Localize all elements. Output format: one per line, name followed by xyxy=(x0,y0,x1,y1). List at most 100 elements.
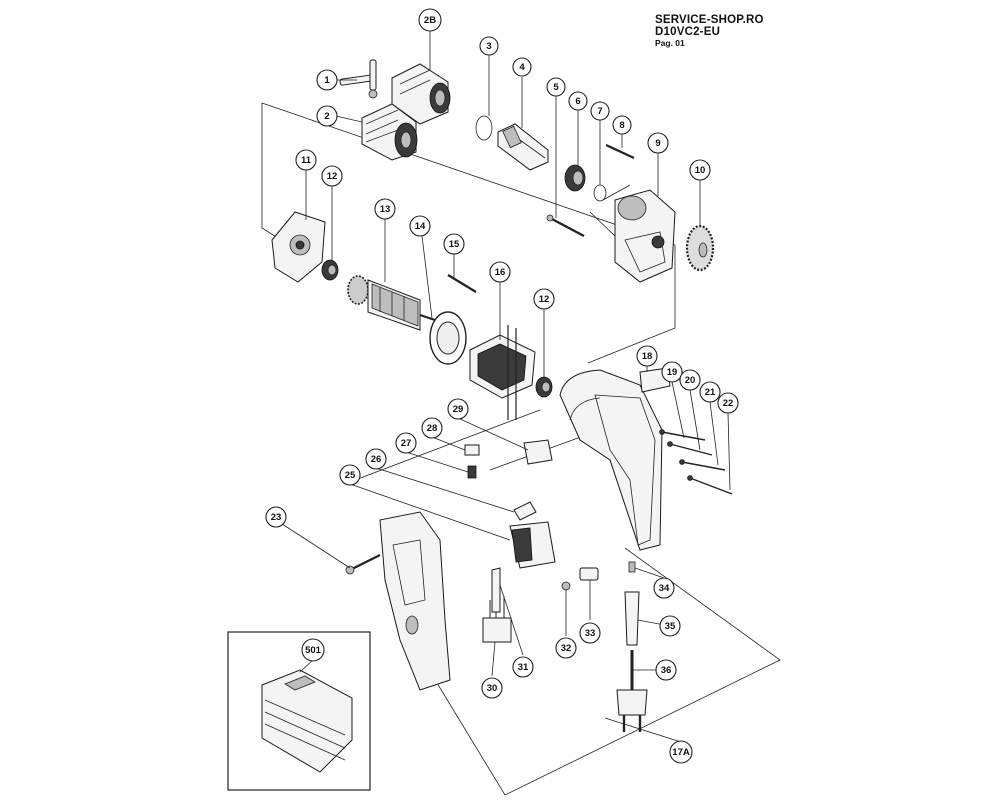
callout-label: 34 xyxy=(659,583,670,594)
keyless-drill-chuck xyxy=(361,103,418,161)
callout-circle xyxy=(699,381,721,403)
callout-8: 8 xyxy=(612,115,632,135)
retaining-ring xyxy=(475,115,493,141)
callout-label: 33 xyxy=(585,628,596,639)
callout-33: 33 xyxy=(579,622,601,644)
housing-screw xyxy=(345,554,381,575)
callout-circle xyxy=(365,448,387,470)
armature xyxy=(347,275,436,331)
callout-label: 4 xyxy=(519,62,525,73)
callout-36: 36 xyxy=(655,659,677,681)
ball-bearing-front xyxy=(535,376,553,398)
callout-25: 25 xyxy=(339,464,361,486)
callout-circle xyxy=(421,417,443,439)
callout-31: 31 xyxy=(512,656,534,678)
callout-23: 23 xyxy=(265,506,287,528)
callout-12b: 12 xyxy=(533,288,555,310)
motor-bracket xyxy=(271,211,326,283)
cord-clip-screw xyxy=(561,581,571,591)
callout-label: 19 xyxy=(667,367,678,378)
cord-bushing xyxy=(624,591,640,646)
callout-9: 9 xyxy=(647,132,669,154)
callout-circle xyxy=(265,506,287,528)
callout-1: 1 xyxy=(316,69,338,91)
capacitor xyxy=(482,596,512,643)
callout-circle xyxy=(655,659,677,681)
callout-label: 12 xyxy=(327,171,338,182)
callout-label: 32 xyxy=(561,643,572,654)
callout-circle xyxy=(301,638,325,662)
callout-label: 2 xyxy=(324,111,329,122)
callout-28: 28 xyxy=(421,417,443,439)
housing-right-half xyxy=(559,369,663,551)
callout-circle xyxy=(316,105,338,127)
callout-27: 27 xyxy=(395,432,417,454)
internal-wires xyxy=(659,429,733,495)
small-retaining-ring xyxy=(593,184,607,202)
callout-circle xyxy=(579,622,601,644)
callout-leaders xyxy=(275,30,731,743)
callout-34: 34 xyxy=(653,577,675,599)
pushing-spring xyxy=(467,465,477,479)
callout-4: 4 xyxy=(512,57,532,77)
hex-socket-screw xyxy=(447,274,477,293)
callout-35: 35 xyxy=(659,615,681,637)
callout-label: 3 xyxy=(486,41,491,52)
callout-circle xyxy=(590,101,610,121)
carrying-case-inset xyxy=(227,631,371,791)
callout-circle xyxy=(489,261,511,283)
callout-label: 7 xyxy=(597,106,602,117)
callout-label: 27 xyxy=(401,438,412,449)
callout-26: 26 xyxy=(365,448,387,470)
fan-guide xyxy=(429,311,467,365)
callout-circle xyxy=(568,91,588,111)
callout-label: 8 xyxy=(619,120,624,131)
callout-14: 14 xyxy=(409,215,431,237)
gear-cover xyxy=(614,189,676,283)
callout-circle xyxy=(647,132,669,154)
callout-circle xyxy=(395,432,417,454)
long-screw xyxy=(546,214,585,238)
callout-label: 16 xyxy=(495,267,506,278)
callout-circle xyxy=(653,577,675,599)
callout-label: 22 xyxy=(723,398,734,409)
callout-circle xyxy=(512,57,532,77)
callout-label: 23 xyxy=(271,512,282,523)
switch xyxy=(509,521,556,569)
callout-circle xyxy=(717,392,739,414)
callout-label: 501 xyxy=(305,645,322,656)
stator xyxy=(469,325,536,420)
callout-circle xyxy=(481,677,503,699)
callout-circle xyxy=(512,656,534,678)
callout-label: 28 xyxy=(427,423,438,434)
callout-label: 35 xyxy=(665,621,676,632)
callout-label: 6 xyxy=(575,96,580,107)
callout-32: 32 xyxy=(555,637,577,659)
callout-circle xyxy=(374,198,396,220)
callout-label: 36 xyxy=(661,665,672,676)
callout-circle xyxy=(418,8,442,32)
page-header: SERVICE-SHOP.RO D10VC2-EU Pag. 01 xyxy=(655,14,764,48)
callout-29: 29 xyxy=(447,398,469,420)
callout-16: 16 xyxy=(489,261,511,283)
cord-armor xyxy=(628,561,636,573)
callout-22: 22 xyxy=(717,392,739,414)
callout-3: 3 xyxy=(479,36,499,56)
callout-circle xyxy=(612,115,632,135)
model-number: D10VC2-EU xyxy=(655,26,721,39)
chuck-key xyxy=(339,59,378,99)
callout-circle xyxy=(679,369,701,391)
callout-label: 2B xyxy=(424,15,436,26)
callout-12a: 12 xyxy=(321,165,343,187)
callout-7: 7 xyxy=(590,101,610,121)
change-lever xyxy=(513,501,537,521)
callout-label: 31 xyxy=(518,662,529,673)
callout-label: 26 xyxy=(371,454,382,465)
callout-label: 11 xyxy=(301,155,312,166)
callout-label: 20 xyxy=(685,375,696,386)
callout-label: 5 xyxy=(553,82,559,93)
shop-name: SERVICE-SHOP.RO xyxy=(655,14,764,26)
callout-circle xyxy=(555,637,577,659)
page-number: Pag. 01 xyxy=(655,38,685,49)
